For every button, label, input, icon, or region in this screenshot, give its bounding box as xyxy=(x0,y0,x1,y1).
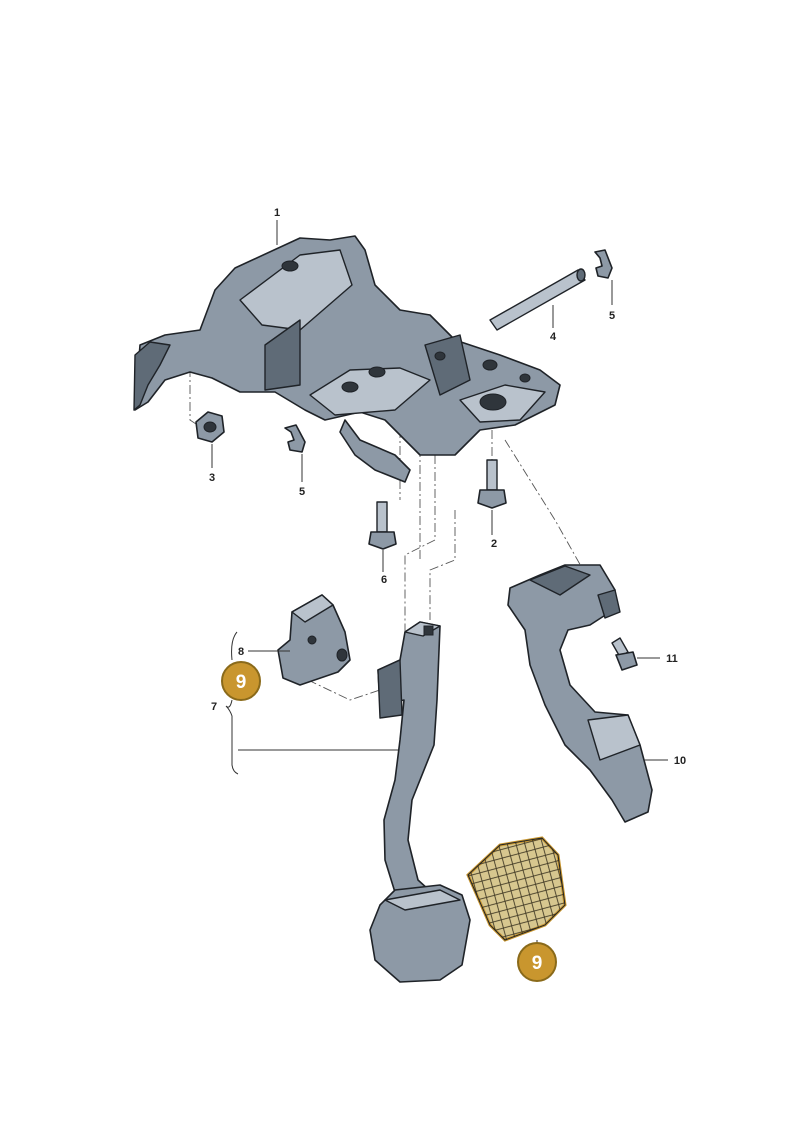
brake-pedal xyxy=(369,621,471,983)
clutch-pedal xyxy=(507,564,653,823)
pedal-pad-cover xyxy=(466,836,567,942)
bolt-11 xyxy=(611,637,638,671)
callout-5-left: 5 xyxy=(299,486,305,498)
pedal-bracket-8 xyxy=(277,594,351,686)
callout-10: 10 xyxy=(674,755,686,767)
pedal-bracket xyxy=(133,235,561,483)
callout-labels: 1 4 5 3 5 2 6 8 7 11 10 xyxy=(209,207,686,767)
callout-5-top: 5 xyxy=(609,310,615,322)
badge-9-bottom[interactable]: 9 xyxy=(517,942,557,982)
callout-8: 8 xyxy=(238,646,244,658)
bolt-6 xyxy=(368,501,397,550)
pivot-shaft xyxy=(489,268,586,331)
badge-9-bottom-label: 9 xyxy=(532,953,543,974)
hex-nut xyxy=(195,411,225,443)
badge-9-left-label: 9 xyxy=(236,672,247,693)
retaining-clip-left xyxy=(284,424,306,453)
badge-9-left[interactable]: 9 xyxy=(221,661,261,701)
bolt-2 xyxy=(477,459,507,509)
callout-6: 6 xyxy=(381,574,387,586)
retaining-clip-top xyxy=(594,249,613,279)
callout-7: 7 xyxy=(211,701,217,713)
callout-2: 2 xyxy=(491,538,497,550)
callout-11: 11 xyxy=(666,653,678,665)
callout-1: 1 xyxy=(274,207,280,219)
callout-3: 3 xyxy=(209,472,215,484)
leader-lines xyxy=(211,220,668,943)
callout-4: 4 xyxy=(550,331,557,343)
